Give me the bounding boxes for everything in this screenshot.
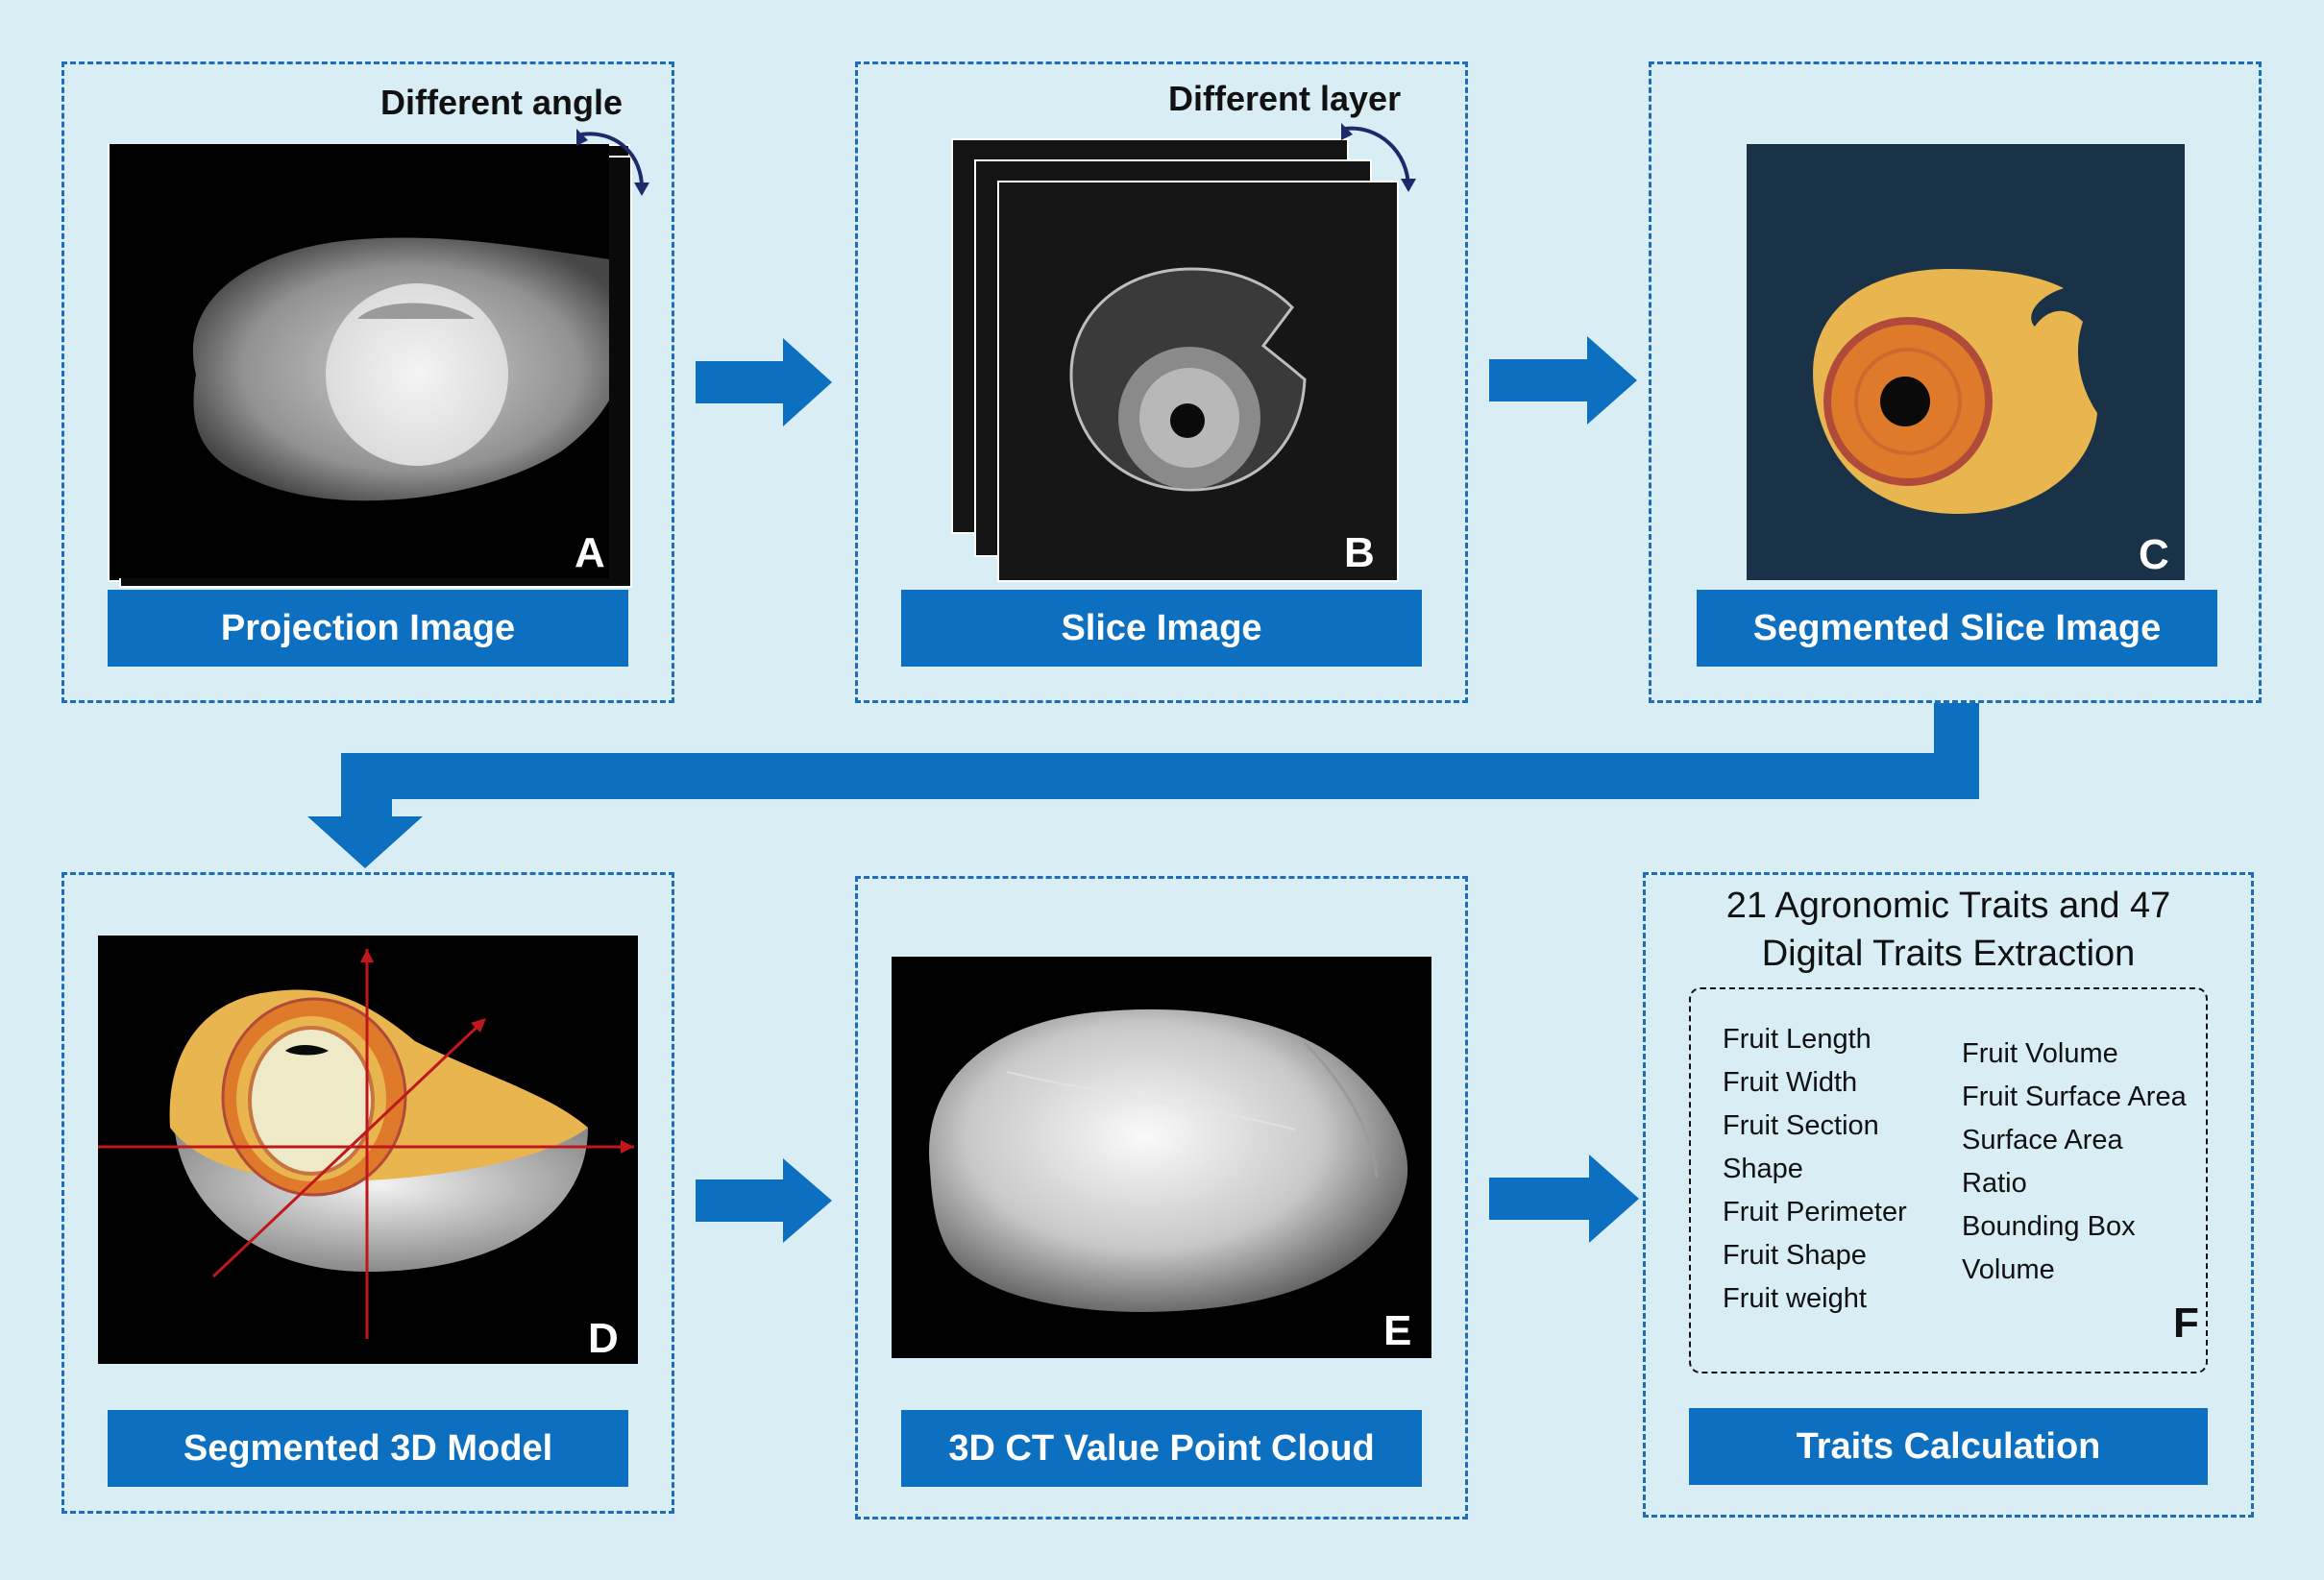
label-traits-calculation: Traits Calculation xyxy=(1689,1408,2208,1485)
trait-item: Fruit Shape xyxy=(1723,1240,1867,1271)
label-segmented-slice-image: Segmented Slice Image xyxy=(1697,590,2217,667)
panel-e xyxy=(855,876,1468,1519)
label-3d-ct-value-point-cloud: 3D CT Value Point Cloud xyxy=(901,1410,1422,1487)
flow-arrow-icon xyxy=(307,703,1979,868)
label-segmented-3d-model: Segmented 3D Model xyxy=(108,1410,628,1487)
segmented-slice-image xyxy=(1747,144,2185,580)
traits-title-line1: 21 Agronomic Traits and 47 xyxy=(1725,886,2171,926)
flow-arrow-icon xyxy=(696,1158,832,1243)
projection-image xyxy=(110,144,609,578)
panel-d xyxy=(61,872,674,1514)
traits-title: 21 Agronomic Traits and 47 Digital Trait… xyxy=(1652,882,2244,978)
trait-item: Volume xyxy=(1962,1254,2055,1285)
panel-b xyxy=(855,61,1468,703)
trait-item: Fruit Width xyxy=(1723,1067,1858,1098)
trait-item: Bounding Box xyxy=(1962,1211,2136,1242)
trait-item: Surface Area xyxy=(1962,1125,2123,1155)
label-slice-image: Slice Image xyxy=(901,590,1422,667)
traits-right-column: Fruit Volume Fruit Surface Area Surface … xyxy=(1962,1033,2187,1292)
trait-item: Shape xyxy=(1723,1154,1803,1184)
trait-item: Fruit Length xyxy=(1723,1024,1871,1055)
panel-letter-f: F xyxy=(2173,1300,2199,1347)
flow-arrow-icon xyxy=(1489,1155,1639,1243)
trait-item: Fruit Section xyxy=(1723,1110,1879,1141)
panel-c xyxy=(1649,61,2262,703)
traits-list-box xyxy=(1689,987,2208,1373)
flow-arrow-icon xyxy=(696,338,832,426)
panel-letter-e: E xyxy=(1383,1307,1412,1354)
label-projection-image: Projection Image xyxy=(108,590,628,667)
slice-image xyxy=(997,181,1399,582)
different-layer-note: Different layer xyxy=(1168,79,1402,118)
different-angle-note: Different angle xyxy=(380,83,624,122)
panel-a xyxy=(61,61,674,703)
panel-letter-a: A xyxy=(575,529,605,576)
panel-letter-d: D xyxy=(588,1315,619,1362)
trait-item: Fruit Perimeter xyxy=(1723,1197,1907,1228)
panel-letter-b: B xyxy=(1344,529,1375,576)
panel-f xyxy=(1643,872,2254,1518)
trait-item: Fruit weight xyxy=(1723,1283,1867,1314)
point-cloud-image xyxy=(892,957,1431,1358)
segmented-3d-model-image xyxy=(98,936,638,1364)
trait-item: Ratio xyxy=(1962,1168,2027,1199)
trait-item: Fruit Volume xyxy=(1962,1038,2118,1069)
flow-arrow-icon xyxy=(1489,336,1637,425)
traits-title-line2: Digital Traits Extraction xyxy=(1761,934,2136,974)
trait-item: Fruit Surface Area xyxy=(1962,1082,2187,1112)
panel-letter-c: C xyxy=(2139,531,2169,578)
traits-left-column: Fruit Length Fruit Width Fruit Section S… xyxy=(1723,1018,1907,1321)
